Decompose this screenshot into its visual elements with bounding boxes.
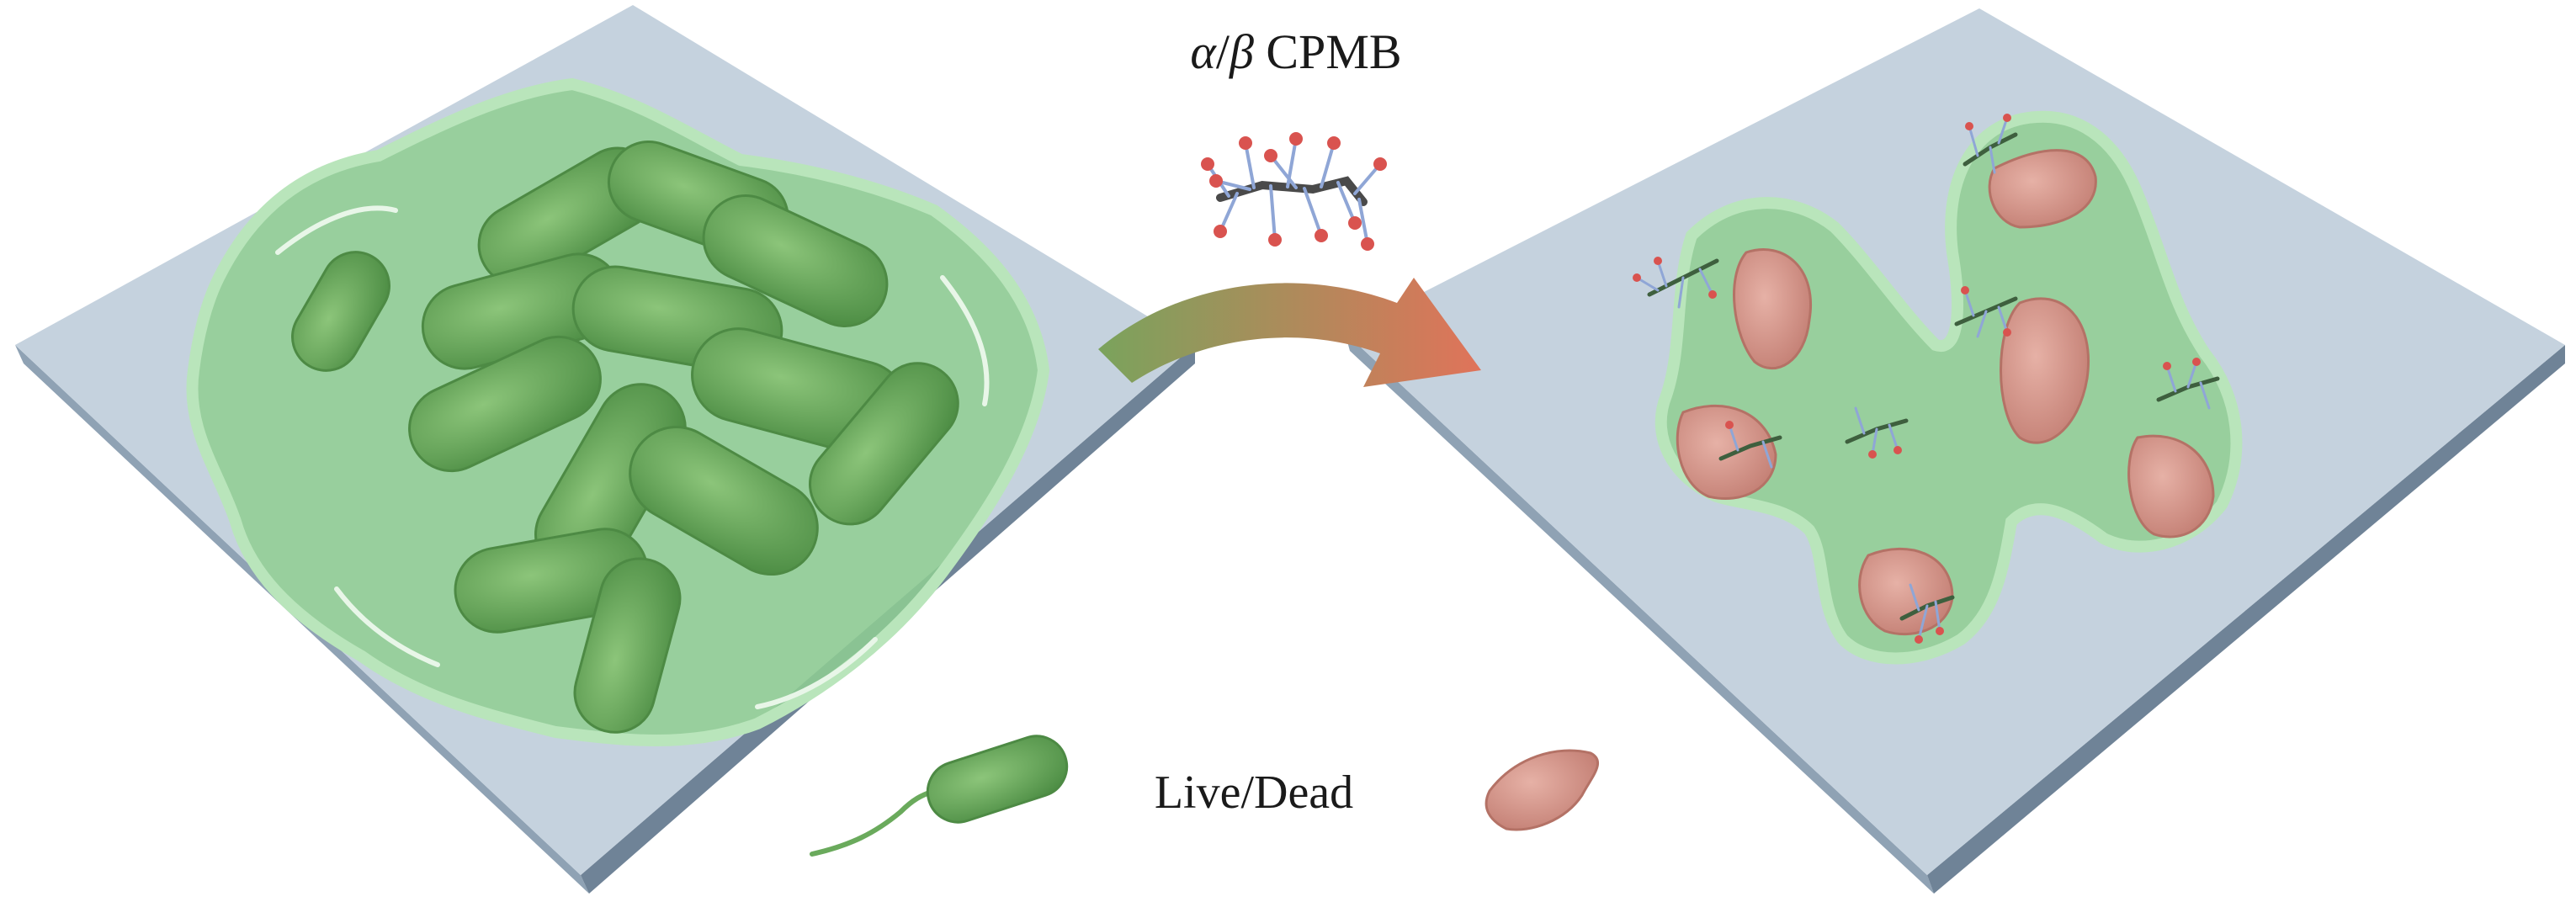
- live-bacterium: [702, 194, 889, 327]
- cpmb-polymer-icon: [1845, 406, 1909, 459]
- dead-bacteria-cluster: [1676, 149, 2215, 636]
- live-bacterium: [573, 557, 682, 734]
- cpmb-polymer-icon: [1201, 132, 1387, 251]
- dead-bacterium-icon: [1485, 749, 1600, 831]
- reagent-label: α/β CPMB: [1128, 24, 1464, 80]
- legend-label: Live/Dead: [1154, 767, 1354, 819]
- dead-bacterium: [1676, 404, 1777, 501]
- cpmb-polymer-icon: [1954, 286, 2018, 338]
- cpmb-polymer-icon: [1633, 257, 1719, 309]
- dead-bacterium: [1858, 547, 1954, 636]
- dead-biofilm: [1633, 110, 2243, 665]
- live-bacterium-icon: [810, 735, 1069, 857]
- live-bacterium: [809, 362, 959, 526]
- live-bacteria-cluster: [291, 140, 959, 734]
- alpha-symbol: α: [1190, 24, 1216, 79]
- live-bacterium: [291, 251, 390, 372]
- cpmb-polymer-icon: [1718, 421, 1782, 469]
- process-arrow-icon: [1098, 278, 1481, 387]
- dead-bacterium: [1988, 149, 2097, 229]
- dead-bacterium: [2000, 297, 2090, 444]
- reagent-name: CPMB: [1253, 24, 1402, 79]
- attached-polymers: [1633, 114, 2220, 644]
- dead-biofilm-matrix: [1654, 110, 2243, 665]
- dead-bacterium: [1733, 248, 1812, 370]
- right-substrate-side: [1345, 332, 1934, 894]
- right-substrate-side-right: [1927, 345, 2565, 894]
- dead-bacterium: [2127, 434, 2215, 539]
- cpmb-polymer-icon: [2156, 358, 2220, 410]
- live-bacterium: [408, 335, 602, 473]
- cpmb-polymer-icon: [1899, 583, 1955, 644]
- live-bacterium: [629, 426, 819, 576]
- beta-symbol: β: [1229, 24, 1254, 79]
- biofilm-highlights: [275, 205, 990, 709]
- cpmb-polymer-icon: [1963, 114, 2018, 174]
- slash-symbol: /: [1215, 24, 1230, 79]
- live-biofilm: [186, 77, 1050, 746]
